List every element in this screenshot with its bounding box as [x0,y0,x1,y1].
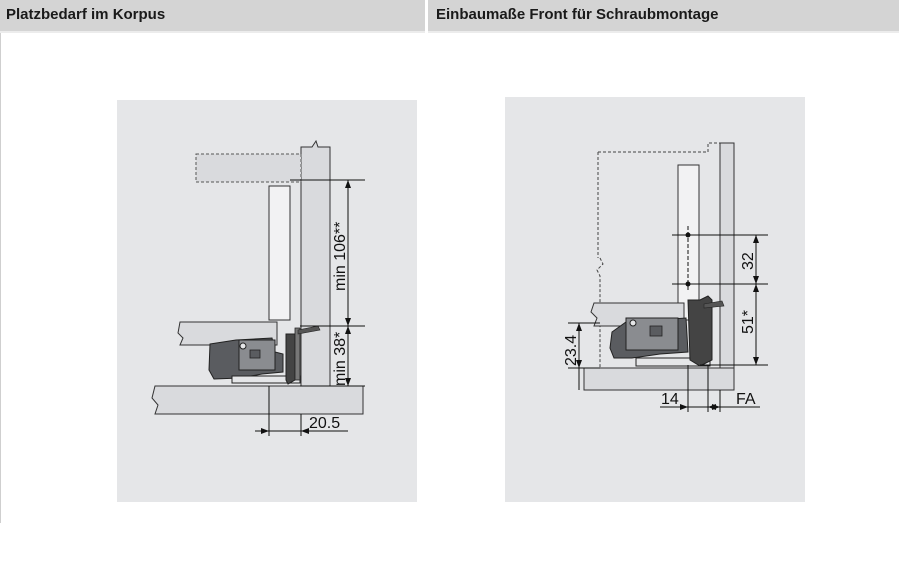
header-right-title: Einbaumaße Front für Schraubmontage [436,6,719,23]
right-bottom-panel [583,367,735,391]
right-dim-51-label: 51* [740,310,757,334]
left-dim-top-label: min 106** [332,222,349,291]
left-dim-bottom-label: 20.5 [309,415,340,432]
left-drawer-side [268,185,291,321]
right-dim-32-label: 32 [740,252,757,270]
right-reference-dots [685,232,691,287]
right-drawer-side [677,164,700,321]
header-left: Platzbedarf im Korpus [0,0,425,33]
right-runner-mechanism [609,295,725,367]
left-border-line [0,33,1,523]
right-dim-14-label: 14 [661,391,679,408]
header-left-title: Platzbedarf im Korpus [6,6,166,23]
right-dim-23-label: 23.4 [563,335,580,366]
right-dim-fa-label: FA [736,391,756,408]
header-right: Einbaumaße Front für Schraubmontage [428,0,899,33]
left-dim-mid-label: min 38* [332,332,349,386]
left-runner-mechanism [208,325,321,385]
right-panel-bg [505,97,805,502]
left-arrowheads [261,180,351,434]
left-dashed-top-piece [195,153,302,183]
right-side-panel [719,142,735,380]
right-arrowheads [576,235,759,410]
